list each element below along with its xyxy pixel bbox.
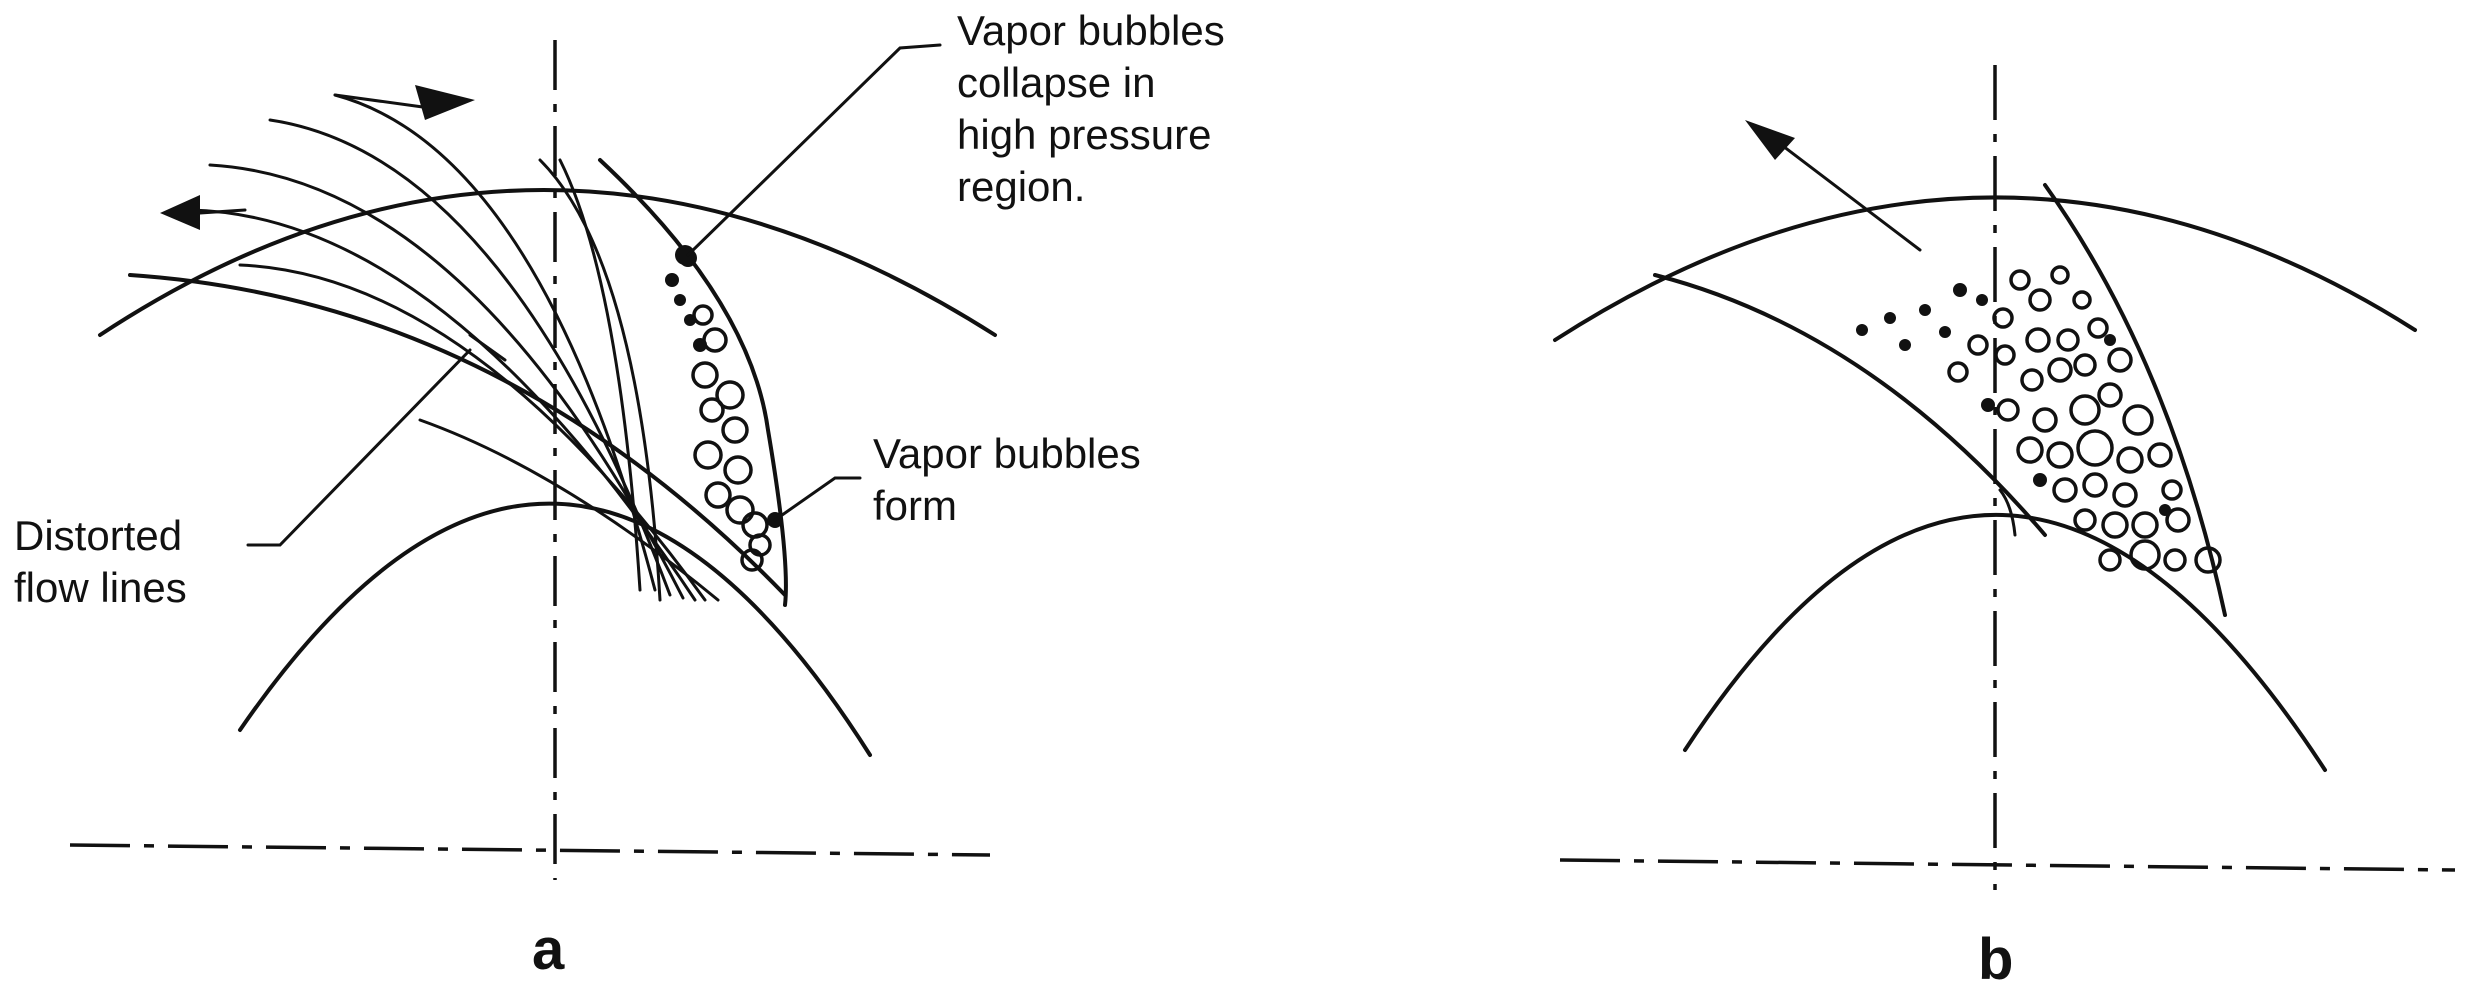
panel-a-horizontal-axis [69, 843, 991, 857]
panel-b-bubbles [1856, 265, 2222, 574]
annotation-distorted-flow-lines: Distorted flow lines [14, 512, 187, 611]
panel-a-hub-arc [238, 501, 872, 757]
panel-b-drawing [1553, 65, 2456, 890]
panel-a-flow-lines [188, 93, 720, 602]
panel-b-arrow [1745, 120, 1922, 252]
panel-b-blade-right [2043, 183, 2227, 617]
panel-a-arrows [160, 85, 507, 362]
panel-b-wedge [1998, 488, 2017, 537]
panel-b-label: b [1978, 927, 2014, 992]
annotation-bubbles-collapse: Vapor bubbles collapse in high pressure … [957, 7, 1225, 210]
panel-a-leaders [246, 43, 942, 547]
panel-b-horizontal-axis [1559, 858, 2456, 872]
panel-a-blade-right [598, 158, 788, 607]
panel-b-blade-left [1653, 273, 2047, 537]
panel-b-hub-arc [1683, 513, 2327, 772]
panel-a-blade-left [128, 273, 787, 597]
panel-a-outer-arc [98, 188, 997, 337]
annotation-bubbles-form: Vapor bubbles form [873, 430, 1141, 529]
panel-a-drawing [69, 40, 997, 880]
panel-a-label: a [532, 917, 565, 982]
panel-b-outer-arc [1553, 195, 2417, 342]
